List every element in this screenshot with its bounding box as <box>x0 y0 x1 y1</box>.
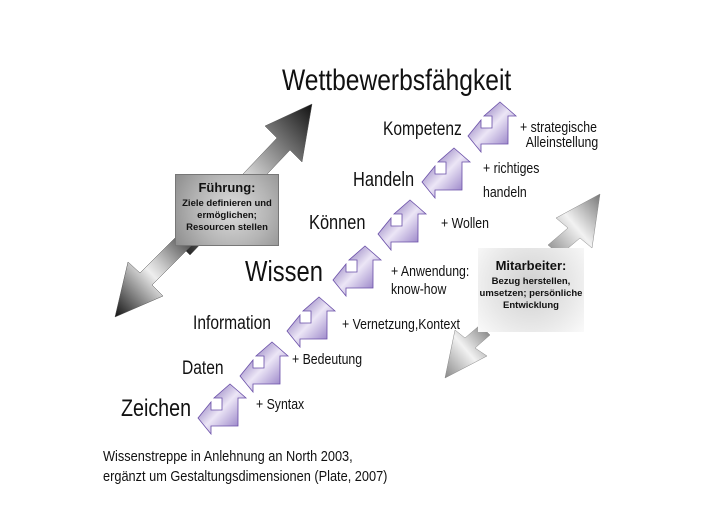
addition-line-1: + Anwendung: <box>391 263 470 280</box>
caption-line-1: Wissenstreppe in Anlehnung an North 2003… <box>103 449 353 465</box>
fuehrung-line: Ziele definieren und <box>182 198 272 209</box>
step-label-daten: Daten <box>182 358 224 379</box>
step-arrow-icon <box>197 383 248 436</box>
title-wettbewerbsfaehigkeit: Wettbewerbsfähgkeit <box>282 64 512 97</box>
mitarbeiter-line: Bezug herstellen, <box>491 276 571 287</box>
addition-line-2: handeln <box>483 184 527 201</box>
step-addition-vernetzung: + Vernetzung,Kontext <box>342 316 460 333</box>
step-addition-bedeutung: + Bedeutung <box>292 351 363 368</box>
step-label-wissen: Wissen <box>245 256 323 288</box>
step-addition-richtiges-handeln: + richtiges handeln <box>483 157 539 205</box>
step-arrow-icon <box>332 245 383 298</box>
mitarbeiter-double-arrow <box>444 193 601 379</box>
mitarbeiter-box: Mitarbeiter: Bezug herstellen, umsetzen;… <box>478 248 584 332</box>
fuehrung-heading: Führung: <box>198 180 256 195</box>
step-addition-syntax: + Syntax <box>256 396 305 413</box>
fuehrung-line: Resourcen stellen <box>186 222 268 233</box>
addition-line-2: Alleinstellung <box>525 134 599 151</box>
step-label-koennen: Können <box>309 212 366 234</box>
step-arrow-icon <box>467 101 518 154</box>
step-arrow-icon <box>286 296 337 349</box>
addition-line-1: + richtiges <box>483 160 540 177</box>
step-addition-strategische-alleinstellung: + strategische Alleinstellung <box>520 120 598 150</box>
mitarbeiter-heading: Mitarbeiter: <box>495 258 567 273</box>
step-addition-anwendung: + Anwendung: know-how <box>391 263 469 299</box>
step-label-zeichen: Zeichen <box>121 395 192 422</box>
addition-line-1: + strategische <box>520 119 597 136</box>
caption-line-2: ergänzt um Gestaltungsdimensionen (Plate… <box>103 469 388 485</box>
step-label-information: Information <box>193 313 271 334</box>
step-arrow-icon <box>421 147 472 200</box>
fuehrung-box: Führung: Ziele definieren und ermögliche… <box>175 174 279 246</box>
addition-line-2: know-how <box>391 281 447 298</box>
step-label-handeln: Handeln <box>353 169 415 191</box>
step-arrow-icon <box>239 341 290 394</box>
fuehrung-line: ermöglichen; <box>197 210 257 221</box>
step-arrow-icon <box>377 199 428 252</box>
mitarbeiter-line: Entwicklung <box>503 300 559 311</box>
step-label-kompetenz: Kompetenz <box>383 119 462 140</box>
step-addition-wollen: + Wollen <box>441 215 489 232</box>
mitarbeiter-line: umsetzen; persönliche <box>479 288 583 299</box>
